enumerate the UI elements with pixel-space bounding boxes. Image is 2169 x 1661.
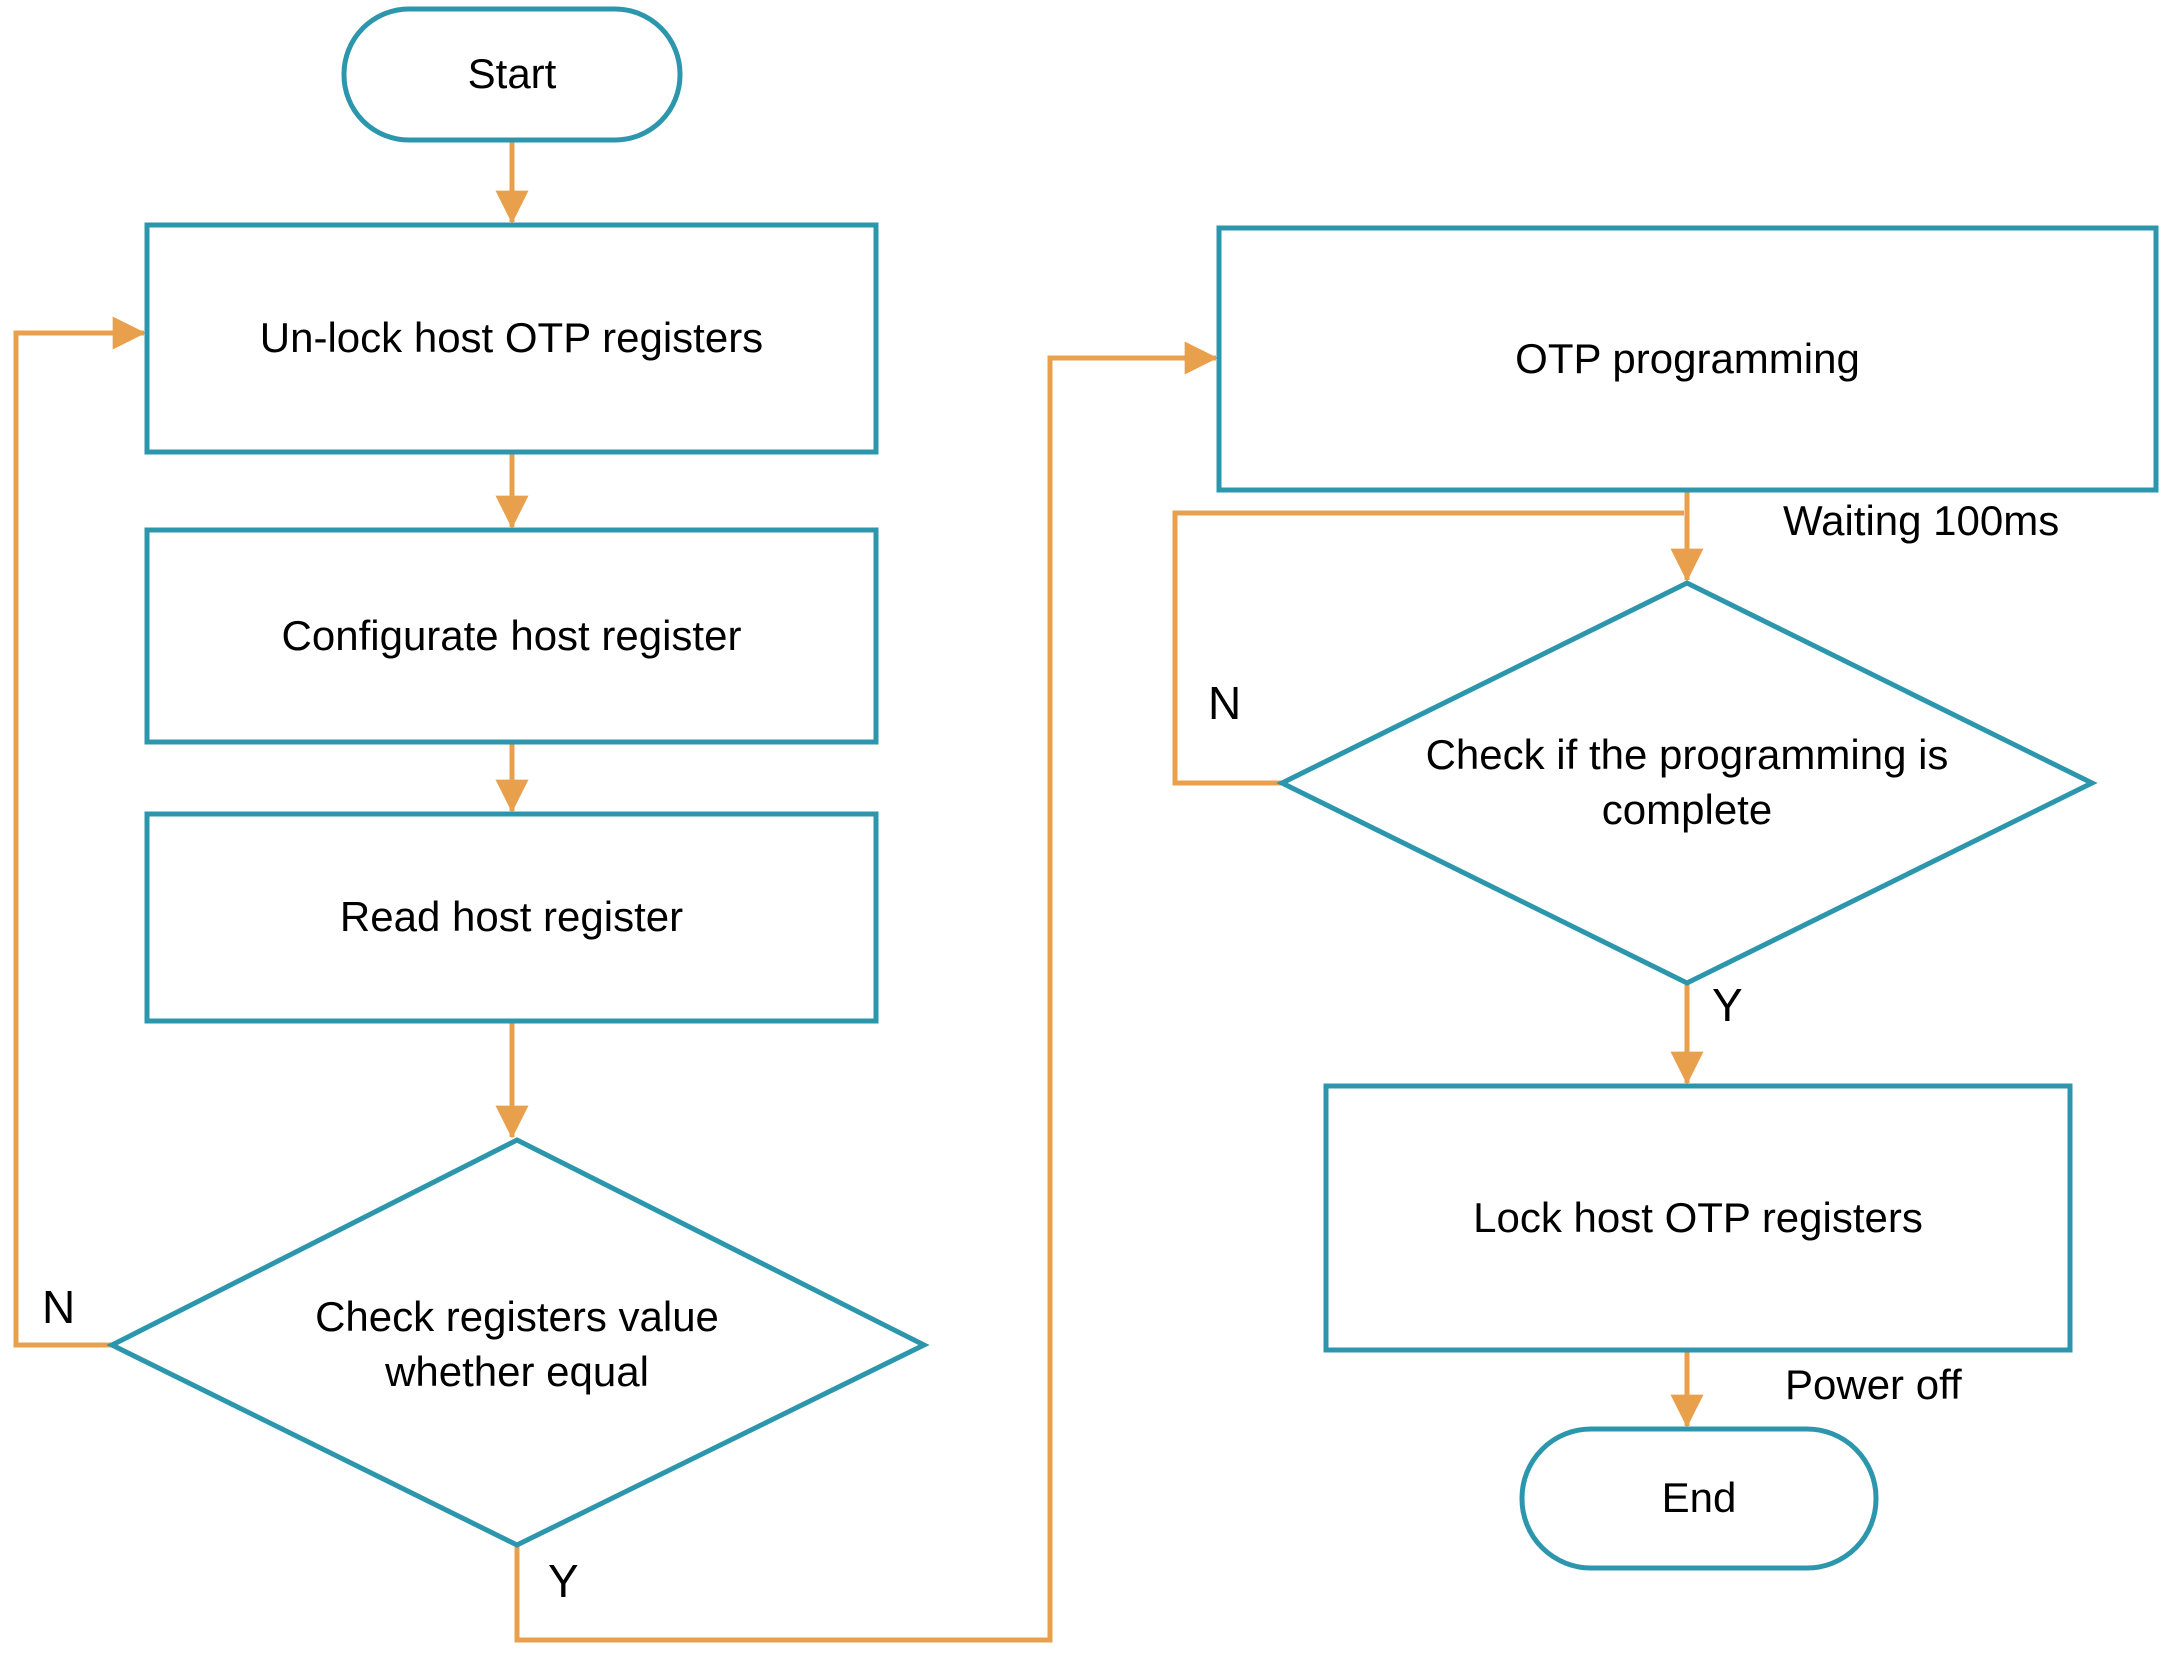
configurate-label: Configurate host register [281,611,742,659]
otp-programming-label: OTP programming [1515,334,1860,382]
start-terminator-shape [341,6,683,143]
check-equal-yes-label: Y [548,1555,579,1607]
lock-label: Lock host OTP registers [1473,1193,1923,1241]
power-off-label: Power off [1785,1361,1962,1408]
otp-programming-process-shape [1216,225,2159,493]
waiting-100ms-label: Waiting 100ms [1783,497,2060,544]
check-complete-yes-label: Y [1712,979,1743,1031]
configurate-process-shape [144,527,879,745]
lock-process-shape [1323,1083,2073,1353]
read-label: Read host register [339,893,684,941]
check-complete-decision-shape [1276,580,2098,986]
edge-check-complete-no-loop [1172,510,1684,786]
check-equal-label: Check registers value whether equal [315,1293,719,1395]
edge-check-equal-yes-to-otp [514,341,1218,1643]
edge-check-equal-no-loop [13,316,146,1348]
check-complete-no-label: N [1208,677,1242,729]
unlock-process-shape [144,222,879,455]
end-label: End [1661,1474,1737,1522]
check-complete-label: Check if the programming is complete [1425,731,1949,833]
read-process-shape [144,811,879,1024]
check-equal-decision-shape [106,1137,930,1548]
unlock-label: Un-lock host OTP registers [259,314,764,362]
start-label: Start [467,50,557,98]
check-equal-no-label: N [42,1281,76,1333]
end-terminator-shape [1519,1426,1879,1571]
